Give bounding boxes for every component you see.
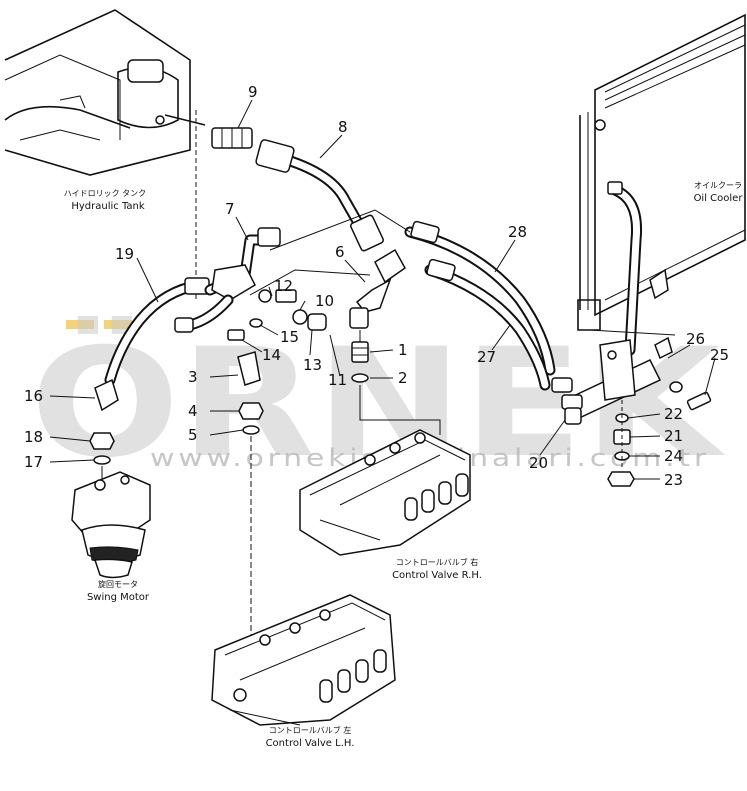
control-valve-lh: コントロールバルブ 左 Control Valve L.H.	[211, 594, 396, 749]
oil-cooler-jp-label: オイルクーラ	[694, 181, 742, 190]
callout-5: 5	[188, 426, 198, 444]
callout-21: 21	[664, 427, 683, 445]
callout-16: 16	[24, 387, 43, 405]
callout-8: 8	[338, 118, 348, 136]
callout-12: 12	[274, 277, 293, 295]
callout-9: 9	[248, 83, 258, 101]
callout-6: 6	[335, 243, 345, 261]
swing-motor-en-label: Swing Motor	[87, 592, 150, 603]
callout-17: 17	[24, 453, 43, 471]
callout-22: 22	[664, 405, 683, 423]
callout-4: 4	[188, 402, 198, 420]
callout-numbers: 1 2 3 4 5 6 7 8 9 10 11 12 13 14 15 16 1…	[24, 83, 729, 489]
control-valve-rh-en-label: Control Valve R.H.	[392, 570, 482, 581]
watermark-accent-left	[66, 320, 94, 329]
parts-3-4-5	[237, 351, 264, 640]
callout-20: 20	[529, 454, 548, 472]
control-valve-rh: コントロールバルブ 右 Control Valve R.H.	[299, 429, 482, 581]
callout-18: 18	[24, 428, 43, 446]
parts-1-2	[351, 330, 441, 435]
fitting-9	[211, 127, 253, 149]
swing-motor-jp-label: 旋回モータ	[98, 579, 138, 589]
callout-14: 14	[262, 346, 281, 364]
callout-7: 7	[225, 200, 235, 218]
callout-13: 13	[303, 356, 322, 374]
callout-28: 28	[508, 223, 527, 241]
callout-15: 15	[280, 328, 299, 346]
hydraulic-tank-en-label: Hydraulic Tank	[71, 201, 145, 212]
hydraulic-tank-jp-label: ハイドロリック タンク	[64, 189, 146, 198]
block-20	[551, 336, 712, 487]
hydraulic-tank: ハイドロリック タンク Hydraulic Tank	[4, 9, 206, 300]
elbow-6	[349, 248, 406, 329]
callout-19: 19	[115, 245, 134, 263]
leader-lines	[49, 99, 716, 480]
parts-10-15	[227, 289, 327, 341]
hose-group	[104, 127, 676, 391]
callout-2: 2	[398, 369, 408, 387]
control-valve-rh-jp-label: コントロールバルブ 右	[396, 557, 479, 567]
callout-3: 3	[188, 368, 198, 386]
callout-1: 1	[398, 341, 408, 359]
oil-cooler: オイルクーラ Oil Cooler	[577, 13, 746, 356]
callout-23: 23	[664, 471, 683, 489]
control-valve-lh-jp-label: コントロールバルブ 左	[269, 725, 352, 735]
callout-11: 11	[328, 371, 347, 389]
callout-26: 26	[686, 330, 705, 348]
oil-cooler-en-label: Oil Cooler	[694, 193, 744, 204]
control-valve-lh-en-label: Control Valve L.H.	[266, 738, 355, 749]
callout-27: 27	[477, 348, 496, 366]
callout-25: 25	[710, 346, 729, 364]
watermark-accent-right	[104, 320, 132, 329]
swing-motor: 旋回モータ Swing Motor	[71, 471, 151, 603]
callout-10: 10	[315, 292, 334, 310]
callout-24: 24	[664, 447, 683, 465]
